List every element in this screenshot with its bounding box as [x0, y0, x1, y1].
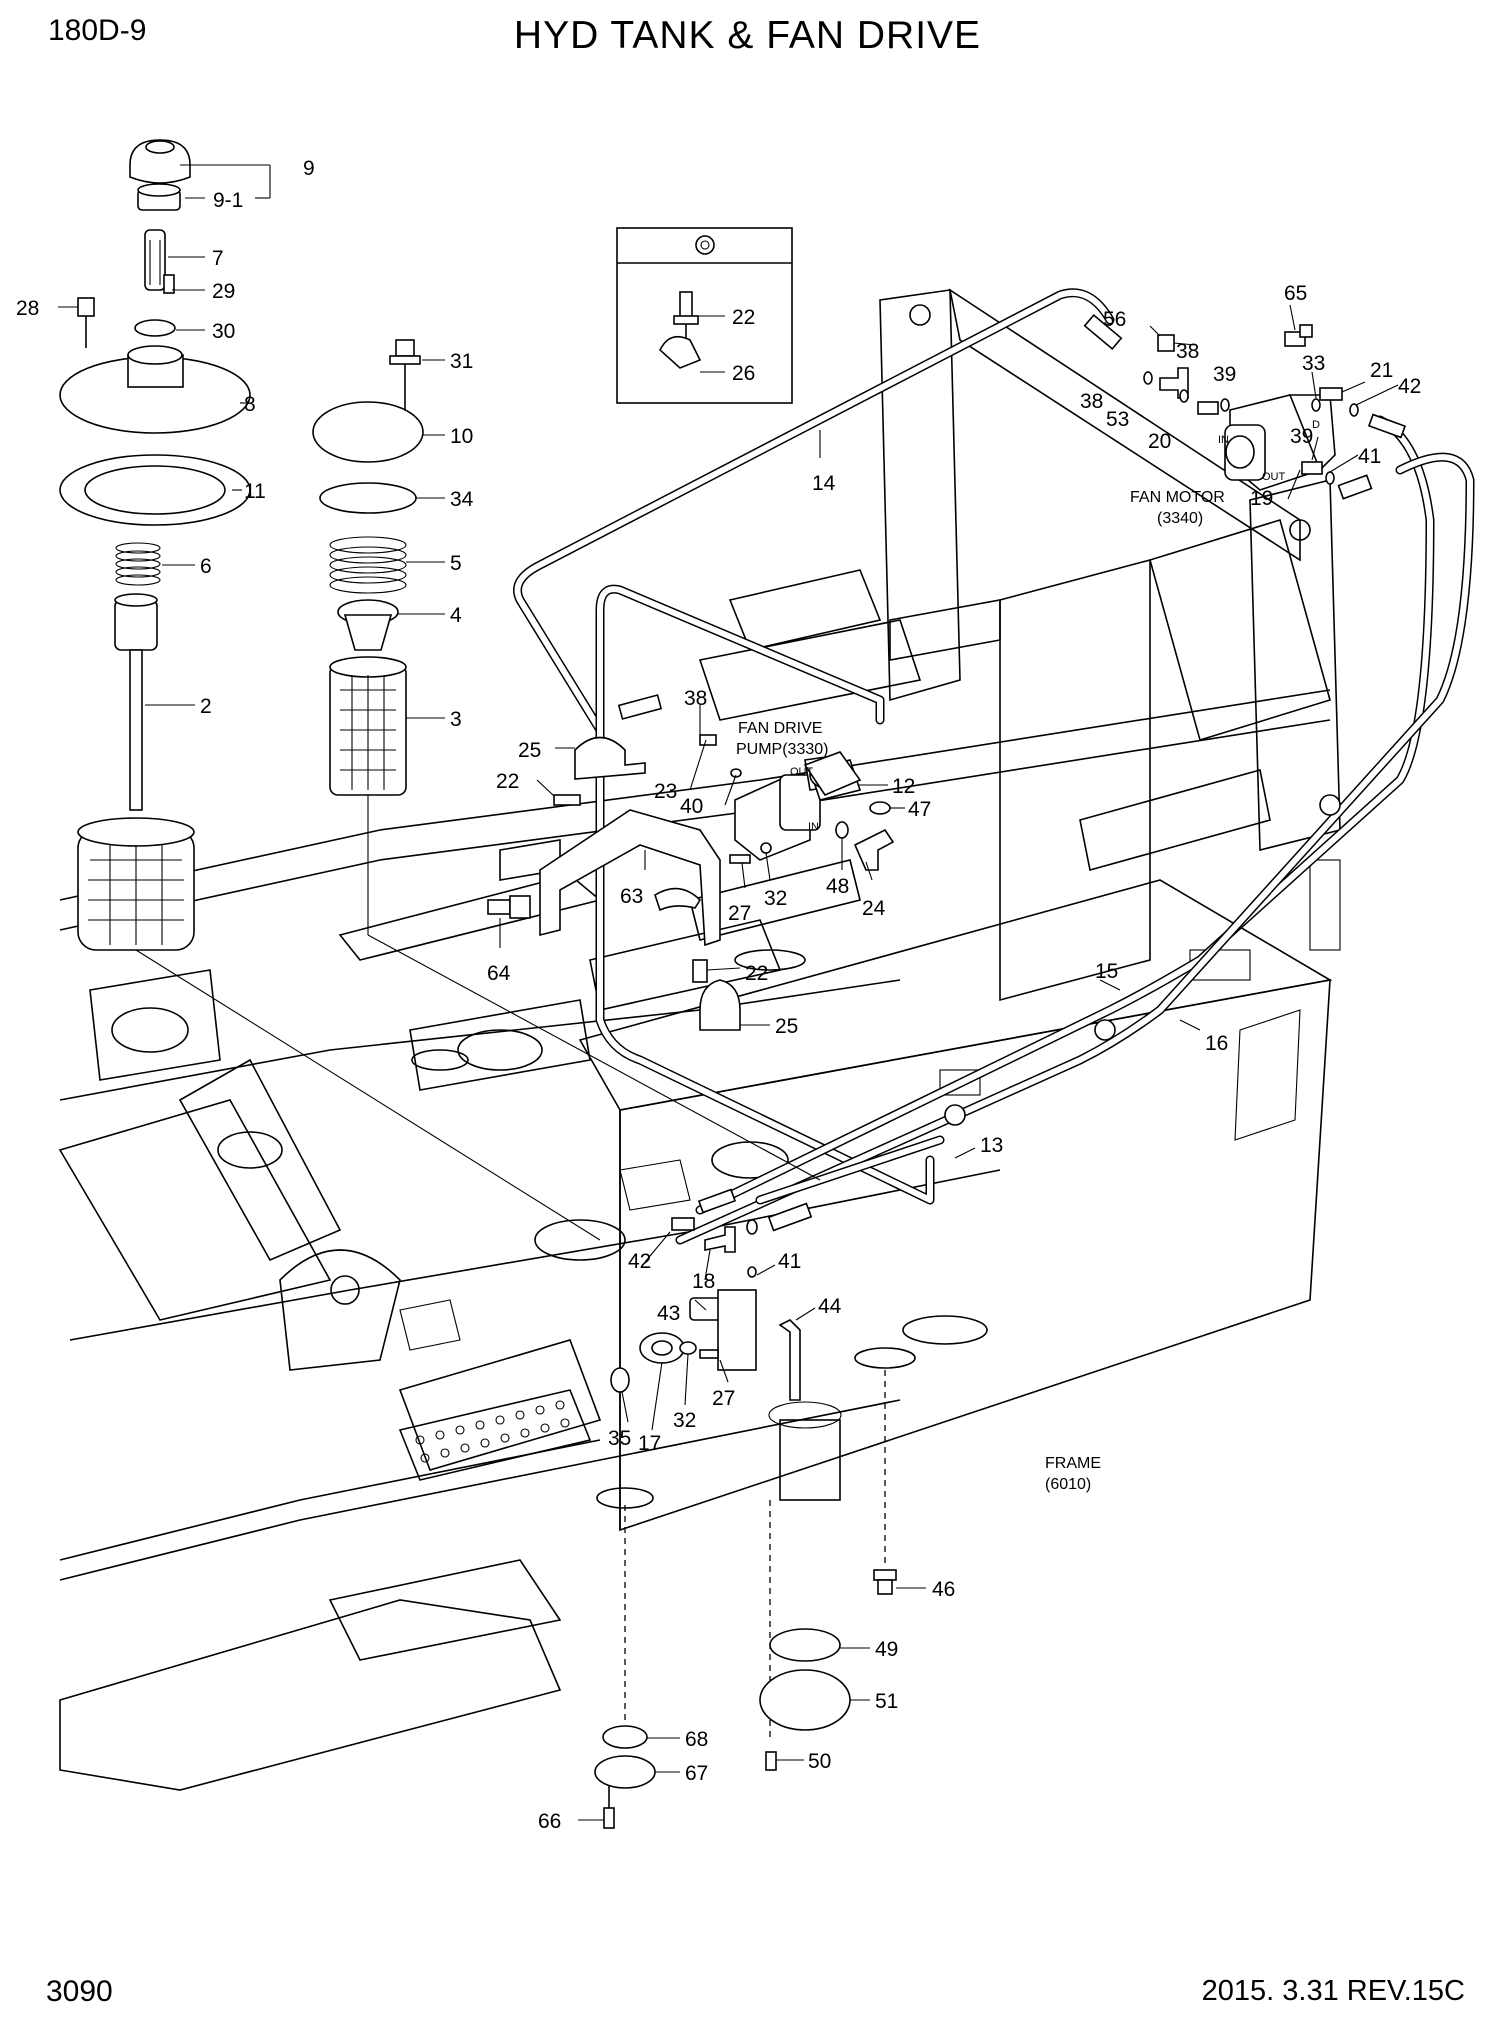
- callout-22-lower: 22: [745, 962, 768, 985]
- callout-30: 30: [212, 320, 235, 343]
- breather-cap-assembly: [59, 139, 601, 1241]
- callout-25-upper: 25: [518, 739, 541, 762]
- hoses: [513, 288, 1475, 1245]
- callout-34: 34: [450, 488, 474, 511]
- callout-27-upper: 27: [728, 902, 751, 925]
- callout-32-upper: 32: [764, 887, 787, 910]
- callout-21: 21: [1370, 359, 1393, 382]
- callout-31: 31: [450, 350, 473, 373]
- detail-inset: [616, 227, 793, 404]
- callout-18: 18: [692, 1270, 715, 1293]
- callout-7: 7: [212, 247, 224, 270]
- callout-10: 10: [450, 425, 473, 448]
- frame-caption-2: (6010): [1045, 1476, 1091, 1493]
- callout-33: 33: [1302, 352, 1325, 375]
- callout-13: 13: [980, 1134, 1003, 1157]
- leader-lines: [58, 164, 1399, 1821]
- callout-19: 19: [1250, 487, 1273, 510]
- callout-50: 50: [808, 1750, 831, 1773]
- callout-63: 63: [620, 885, 643, 908]
- fan-motor: IN OUT D: [1143, 324, 1359, 491]
- callout-56: 56: [1103, 308, 1126, 331]
- callout-43: 43: [657, 1302, 680, 1325]
- callout-12: 12: [892, 775, 915, 798]
- motor-port-in-label: IN: [1218, 434, 1229, 446]
- callout-27-lower: 27: [712, 1387, 735, 1410]
- callout-65: 65: [1284, 282, 1307, 305]
- callout-16: 16: [1205, 1032, 1228, 1055]
- callout-2: 2: [200, 695, 212, 718]
- fan-drive-pump: OUT IN: [487, 734, 895, 1031]
- frame-caption-1: FRAME: [1045, 1455, 1101, 1472]
- callout-5: 5: [450, 552, 462, 575]
- motor-port-d-label: D: [1312, 419, 1320, 431]
- callout-64: 64: [487, 962, 511, 985]
- callout-11: 11: [244, 480, 266, 503]
- fan-motor-caption-2: (3340): [1157, 510, 1203, 527]
- callout-67: 67: [685, 1762, 708, 1785]
- callout-44: 44: [818, 1295, 842, 1318]
- callout-9-1: 9-1: [213, 189, 243, 212]
- pump-port-in-label: IN: [808, 821, 819, 833]
- callout-46: 46: [932, 1578, 955, 1601]
- callout-51: 51: [875, 1690, 898, 1713]
- callout-14: 14: [812, 472, 836, 495]
- callout-3: 3: [450, 708, 462, 731]
- callout-53: 53: [1106, 408, 1129, 431]
- callout-48: 48: [826, 875, 849, 898]
- callout-38-top: 38: [1176, 340, 1199, 363]
- callout-8: 8: [244, 393, 256, 416]
- return-filter-assembly: [312, 339, 821, 1181]
- callout-40: 40: [680, 795, 703, 818]
- callout-labels: 9 9-1 7 29 28 30 8 11 6 2 31 10 34 5 4 3…: [16, 157, 1421, 1833]
- fan-drive-pump-caption-2: PUMP(3330): [736, 741, 828, 758]
- callout-25-lower: 25: [775, 1015, 798, 1038]
- model-number: 180D-9: [48, 14, 147, 47]
- frame-body: [58, 288, 1341, 1791]
- callout-23: 23: [654, 780, 677, 803]
- callout-41-lower: 41: [778, 1250, 801, 1273]
- fan-drive-pump-caption-1: FAN DRIVE: [738, 720, 822, 737]
- callout-4: 4: [450, 604, 462, 627]
- motor-port-out-label: OUT: [1262, 471, 1286, 483]
- callout-26: 26: [732, 362, 755, 385]
- callout-38-left: 38: [1080, 390, 1103, 413]
- fan-motor-caption-1: FAN MOTOR: [1130, 489, 1225, 506]
- revision-date: 2015. 3.31 REV.15C: [1201, 1975, 1465, 2007]
- callout-28: 28: [16, 297, 39, 320]
- callout-66: 66: [538, 1810, 561, 1833]
- callout-20: 20: [1148, 430, 1171, 453]
- callout-9: 9: [303, 157, 315, 180]
- callout-42-top: 42: [1398, 375, 1421, 398]
- callout-22-pump: 22: [496, 770, 519, 793]
- page-number: 3090: [46, 1975, 113, 2008]
- callout-41-top: 41: [1358, 445, 1381, 468]
- callout-38-pump: 38: [684, 687, 707, 710]
- pump-port-out-label: OUT: [790, 766, 814, 778]
- callout-15: 15: [1095, 960, 1118, 983]
- callout-49: 49: [875, 1638, 898, 1661]
- callout-68: 68: [685, 1728, 708, 1751]
- callout-24: 24: [862, 897, 886, 920]
- callout-17: 17: [638, 1432, 661, 1455]
- callout-47: 47: [908, 798, 931, 821]
- page-title: HYD TANK & FAN DRIVE: [513, 14, 982, 57]
- callout-22-inset: 22: [732, 306, 755, 329]
- callout-42-lower: 42: [628, 1250, 651, 1273]
- callout-32-lower: 32: [673, 1409, 696, 1432]
- callout-39-top: 39: [1213, 363, 1236, 386]
- lower-fittings: [594, 1217, 897, 1829]
- callout-29: 29: [212, 280, 235, 303]
- callout-6: 6: [200, 555, 212, 578]
- callout-35: 35: [608, 1427, 631, 1450]
- callout-39-right: 39: [1290, 425, 1313, 448]
